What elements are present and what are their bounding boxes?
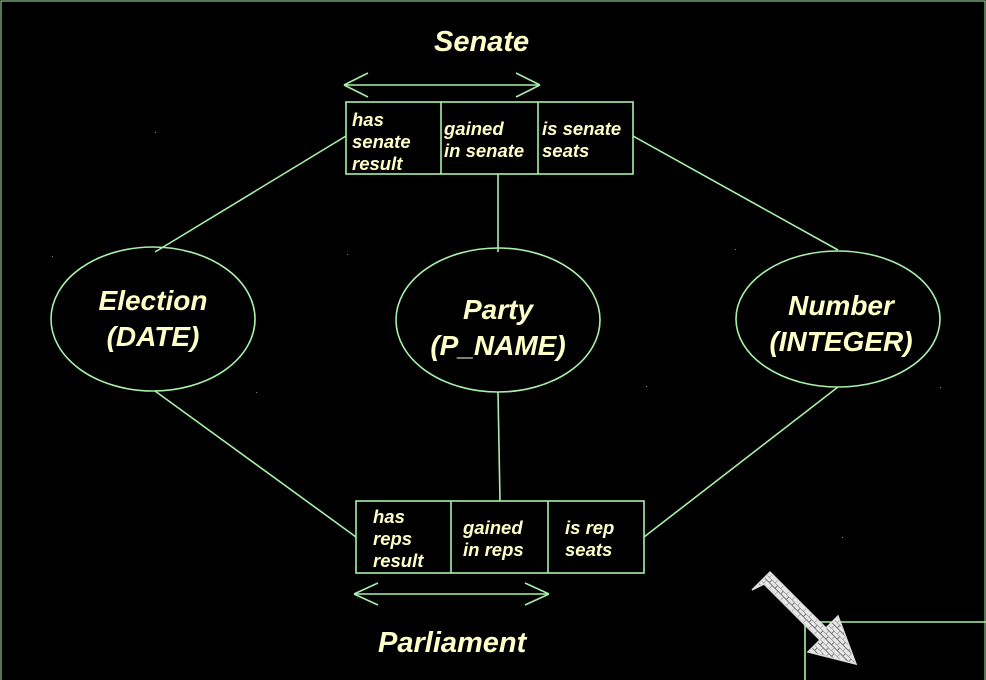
reps-cell-gained-in-reps: gained in reps	[463, 517, 524, 560]
senate-cell-is-senate-seats: is senate seats	[542, 118, 622, 161]
number-entity-type: (INTEGER)	[769, 326, 913, 357]
senate-cell-has-senate-result: has senate result	[352, 109, 411, 174]
reps-cell-has-reps-result: has reps result	[373, 506, 424, 571]
parliament-title: Parliament	[378, 627, 527, 659]
parliament-double-arrow	[353, 582, 550, 606]
senate-relation-box	[345, 101, 634, 175]
connector-lines	[154, 135, 839, 538]
senate-cell-gained-in-senate: gained in senate	[444, 118, 525, 161]
reps-cell-is-rep-seats: is rep seats	[565, 517, 615, 560]
party-entity-type: (P_NAME)	[430, 330, 566, 361]
election-entity-type: (DATE)	[106, 321, 200, 352]
number-entity-label: Number (INTEGER)	[741, 288, 941, 360]
election-entity-ellipse	[50, 246, 256, 392]
party-entity-name: Party	[462, 294, 534, 325]
number-entity-name: Number	[788, 290, 894, 321]
senate-double-arrow	[343, 72, 541, 98]
diagonal-arrow-icon	[751, 570, 858, 666]
party-entity-label: Party (P_NAME)	[398, 292, 598, 364]
background-specks	[52, 132, 941, 538]
election-entity-name: Election	[98, 285, 208, 316]
election-entity-label: Election (DATE)	[53, 283, 253, 355]
senate-title: Senate	[434, 26, 530, 58]
